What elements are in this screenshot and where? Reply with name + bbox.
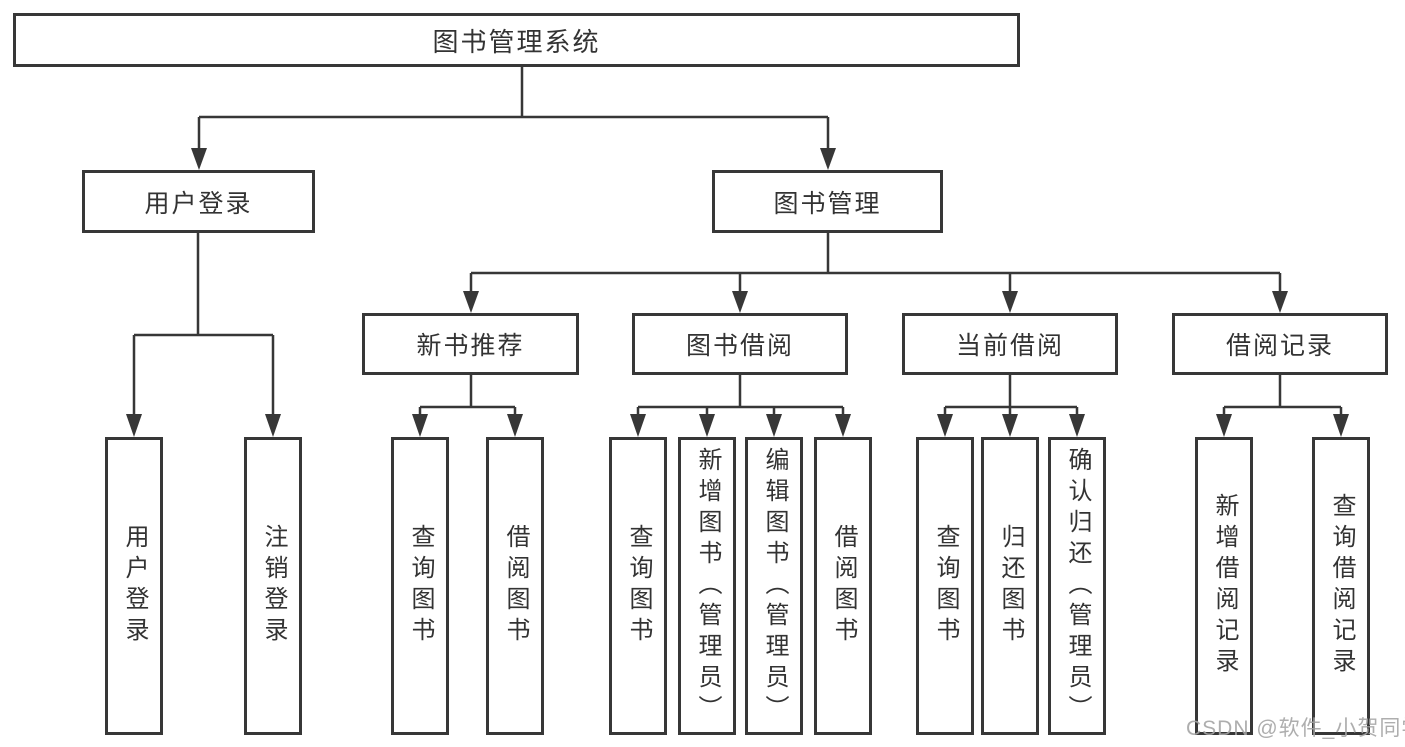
leaf-newbooks-query-books: 查询图书 <box>391 437 449 735</box>
leaf-logout: 注销登录 <box>244 437 302 735</box>
leaf-label: 新增借阅记录 <box>1211 493 1238 679</box>
leaf-borrowing-borrow-books: 借阅图书 <box>814 437 872 735</box>
leaf-label: 借阅图书 <box>502 524 529 648</box>
node-new-book-recommend: 新书推荐 <box>362 313 579 375</box>
leaf-label: 查询图书 <box>932 524 959 648</box>
node-borrowing-records: 借阅记录 <box>1172 313 1388 375</box>
leaf-label: 注销登录 <box>260 524 287 648</box>
node-book-management: 图书管理 <box>712 170 943 233</box>
leaf-user-login: 用户登录 <box>105 437 163 735</box>
leaf-label: 查询借阅记录 <box>1328 493 1355 679</box>
leaf-label: 用户登录 <box>121 524 148 648</box>
leaf-label: 编辑图书（管理员） <box>761 446 788 726</box>
leaf-current-query-books: 查询图书 <box>916 437 974 735</box>
leaf-label: 确认归还（管理员） <box>1064 446 1091 726</box>
leaf-current-confirm-return-admin: 确认归还（管理员） <box>1048 437 1106 735</box>
leaf-label: 查询图书 <box>407 524 434 648</box>
csdn-watermark: CSDN @软件_小贺同学 <box>1186 717 1405 740</box>
leaf-label: 新增图书（管理员） <box>694 446 721 726</box>
leaf-borrowing-edit-books-admin: 编辑图书（管理员） <box>745 437 803 735</box>
leaf-borrowing-add-books-admin: 新增图书（管理员） <box>678 437 736 735</box>
node-root-system: 图书管理系统 <box>13 13 1020 67</box>
leaf-newbooks-borrow-books: 借阅图书 <box>486 437 544 735</box>
leaf-borrowing-query-books: 查询图书 <box>609 437 667 735</box>
node-book-borrowing: 图书借阅 <box>632 313 848 375</box>
leaf-records-add-record: 新增借阅记录 <box>1195 437 1253 735</box>
node-user-login: 用户登录 <box>82 170 315 233</box>
arrowheads <box>126 148 1349 437</box>
leaf-label: 查询图书 <box>625 524 652 648</box>
leaf-label: 归还图书 <box>997 524 1024 648</box>
leaf-label: 借阅图书 <box>830 524 857 648</box>
leaf-current-return-books: 归还图书 <box>981 437 1039 735</box>
leaf-records-query-record: 查询借阅记录 <box>1312 437 1370 735</box>
node-current-borrowing: 当前借阅 <box>902 313 1118 375</box>
